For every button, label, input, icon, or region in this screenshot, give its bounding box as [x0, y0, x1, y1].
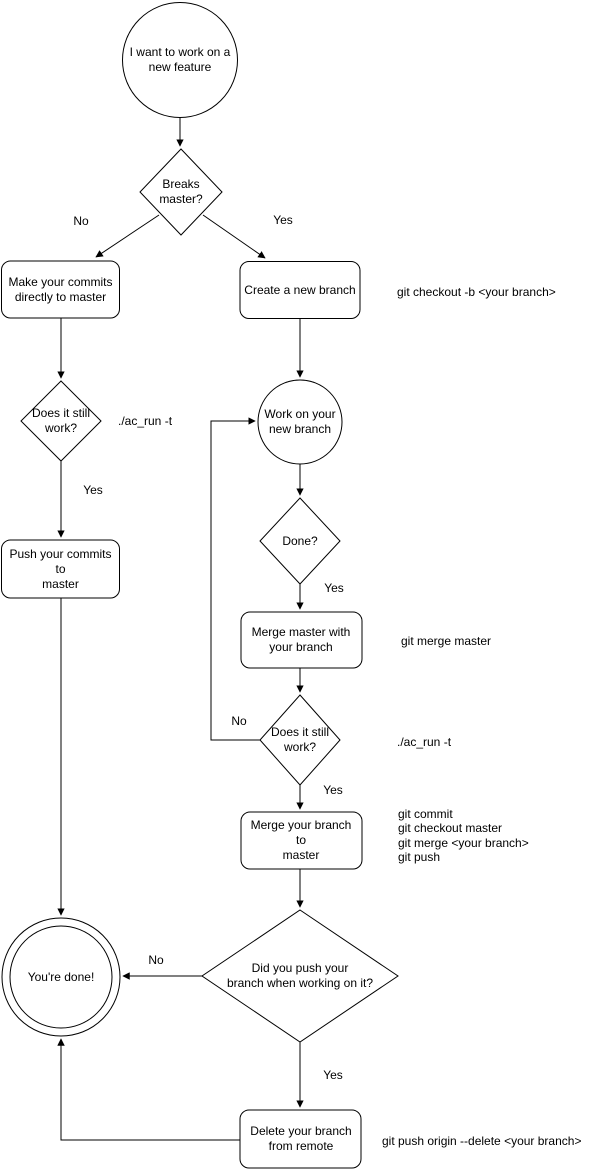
- merge-branch-box-shape: [240, 811, 363, 870]
- still-work-1-diamond-shape: [20, 380, 102, 462]
- nodes-group: [1, 2, 399, 1169]
- did-push-diamond-shape: [201, 909, 399, 1043]
- edges-group: [57, 117, 304, 1141]
- youre-done-inner-circle-shape: [9, 925, 113, 1029]
- work-branch-circle-shape: [257, 379, 343, 465]
- breaks-master-diamond-shape: [139, 148, 223, 236]
- merge-master-box-shape: [240, 611, 363, 669]
- create-branch-box-shape: [239, 261, 361, 319]
- still-work-2-diamond-shape: [259, 694, 341, 786]
- start-circle-shape: [122, 2, 238, 118]
- edge-breaks-master-yes: [202, 214, 266, 259]
- edge-still-work-2-no-loop: [210, 417, 260, 741]
- push-commits-box-shape: [1, 539, 120, 599]
- edge-delete-remote-to-done: [57, 1038, 240, 1141]
- edge-breaks-master-no: [95, 214, 160, 258]
- make-commits-box-shape: [1, 260, 120, 319]
- delete-remote-box-shape: [239, 1109, 362, 1169]
- done-check-diamond-shape: [259, 497, 341, 585]
